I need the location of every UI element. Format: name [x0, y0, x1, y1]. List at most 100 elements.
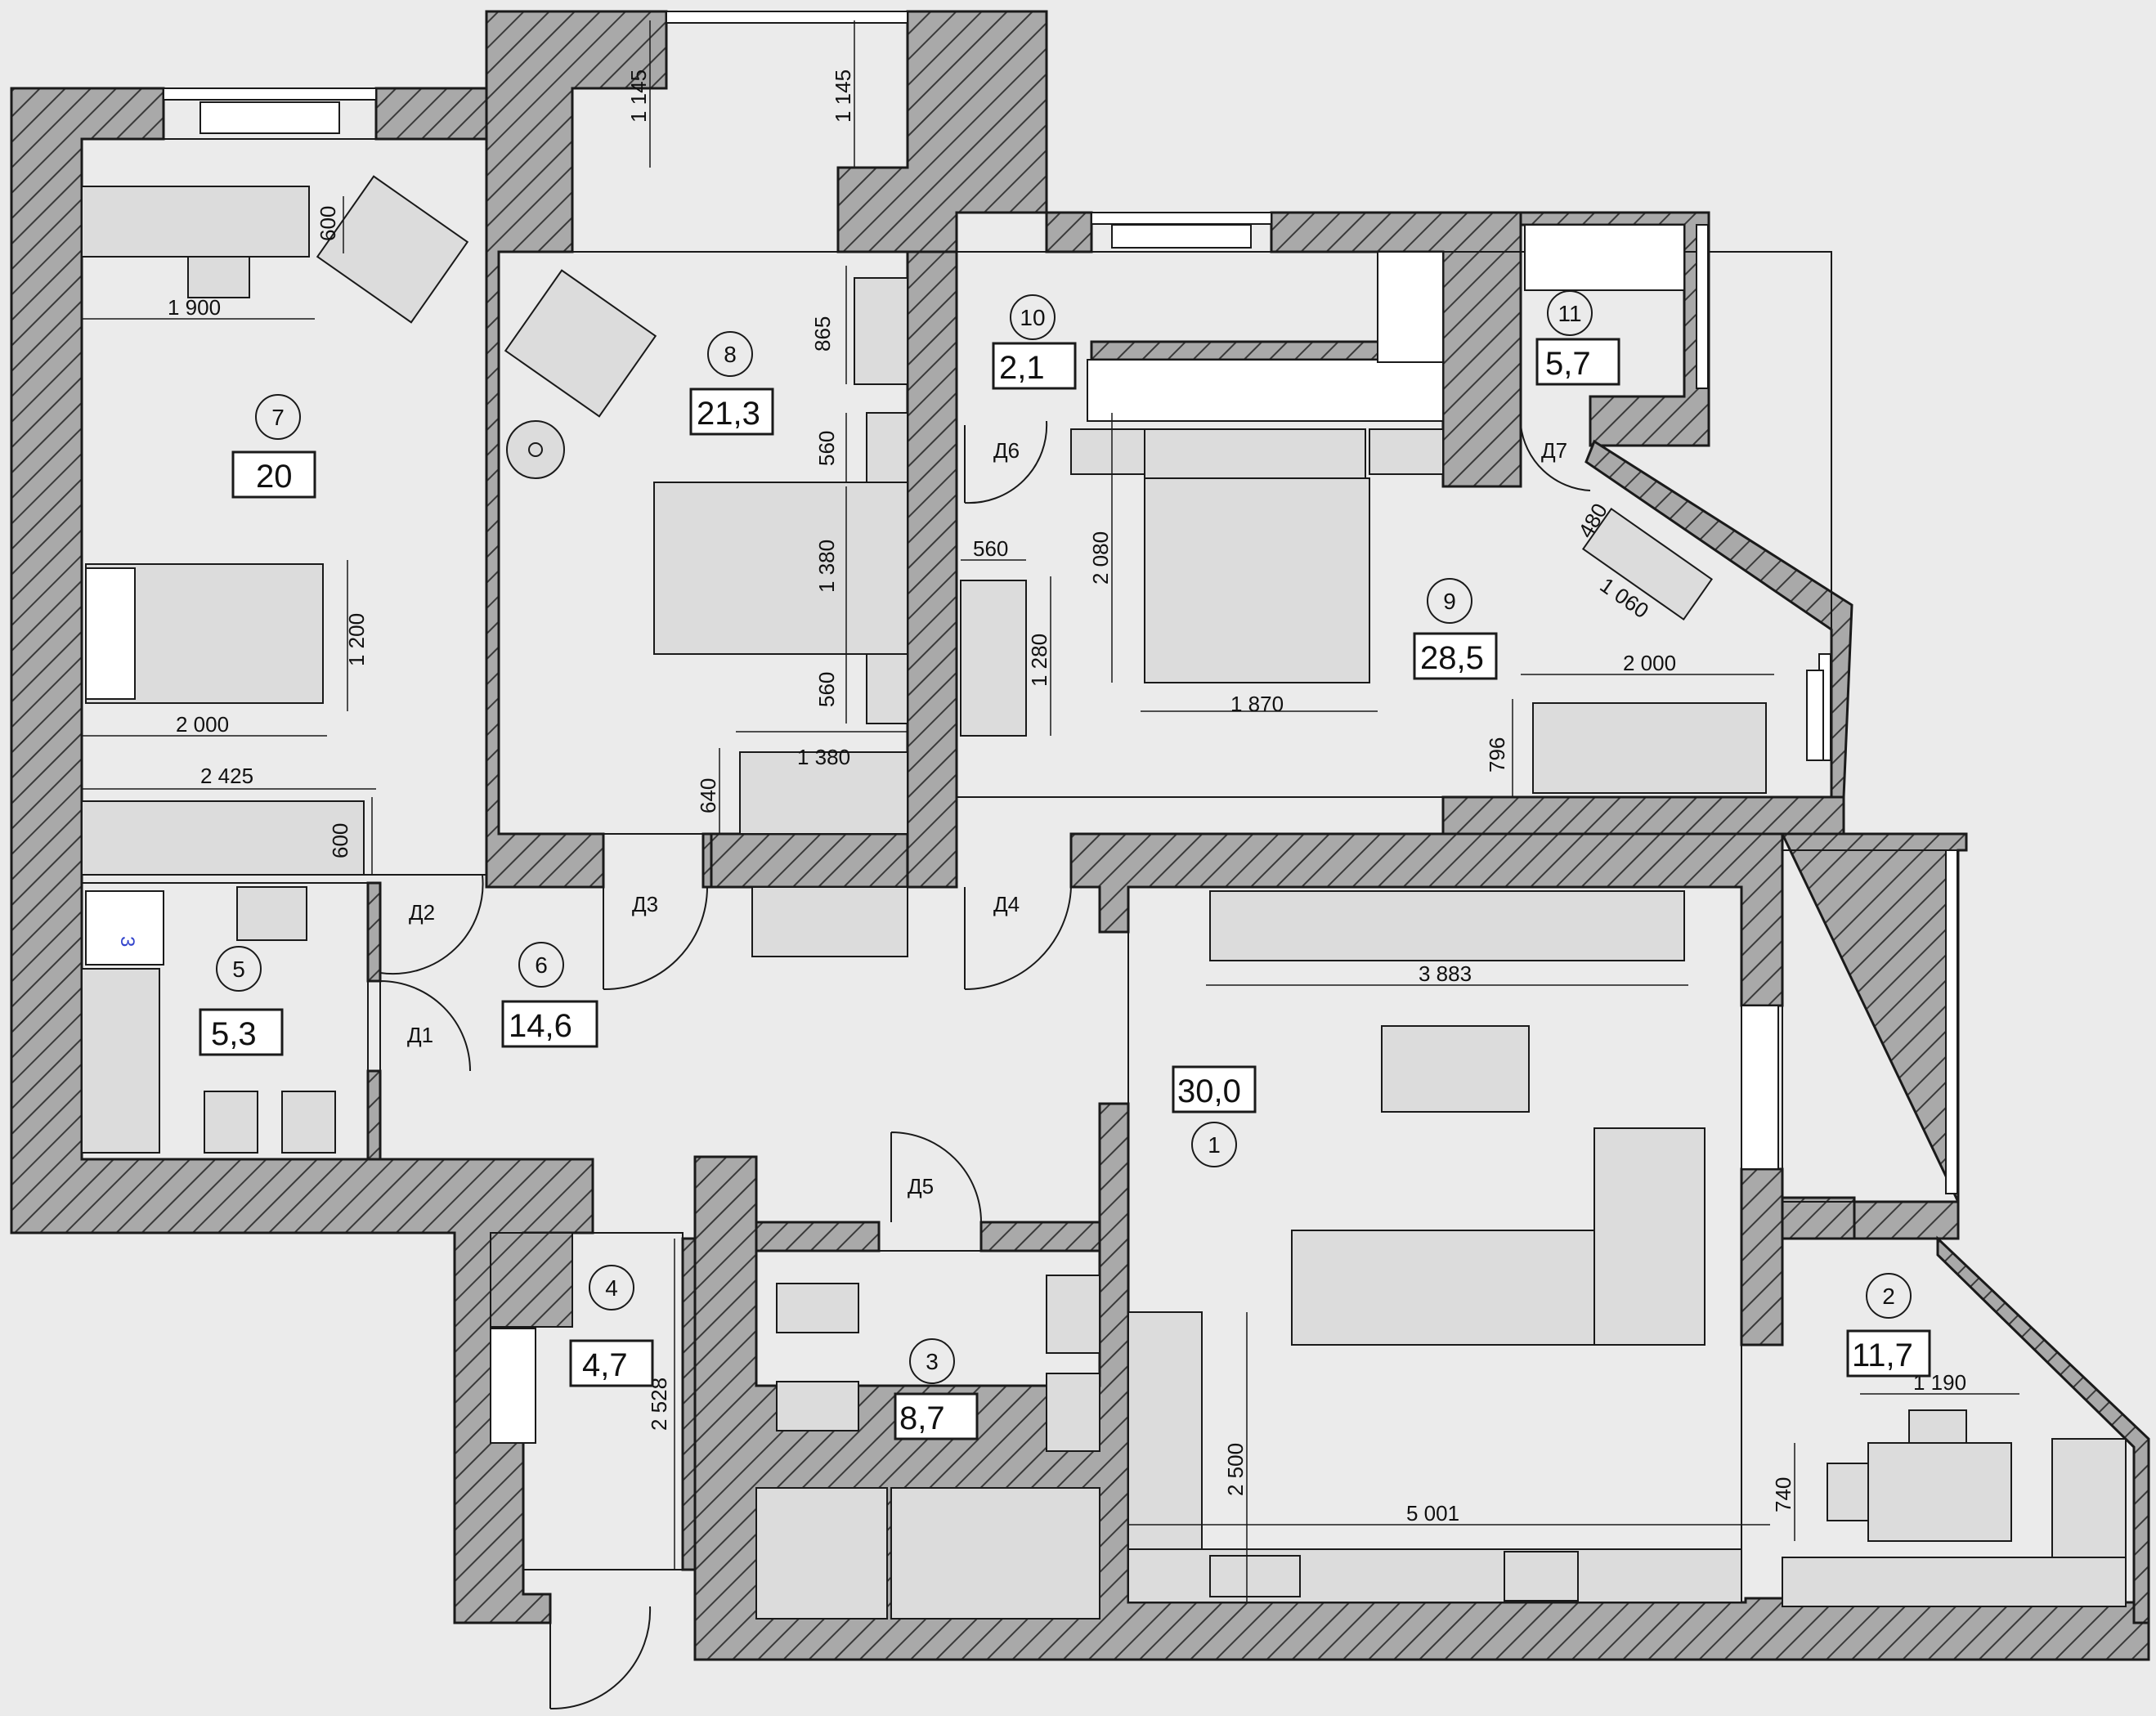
dining-table-room2 [1867, 1442, 2012, 1542]
dim-label: 2 000 [1623, 651, 1676, 675]
cabinet-room1 [1127, 1311, 1203, 1558]
dim-label: 1 380 [797, 745, 850, 769]
room-number-7: 7 [255, 394, 301, 440]
dim-label: 1 145 [626, 69, 651, 123]
room-area-4: 4,7 [569, 1339, 654, 1387]
bed-room8 [653, 482, 908, 655]
shoe-rack-room4 [490, 1328, 536, 1444]
chair-room2-left [1827, 1463, 1869, 1521]
door-label-d1: Д1 [407, 1023, 433, 1047]
room-area-2: 11,7 [1846, 1329, 1931, 1378]
door-swing-d4 [964, 886, 1072, 990]
svg-text:5: 5 [232, 957, 245, 982]
room-area-7: 20 [231, 450, 316, 499]
dim-label: 1 280 [1027, 634, 1051, 687]
window-room10 [1091, 212, 1272, 225]
door-label-d5: Д5 [908, 1174, 934, 1199]
sink-room5 [236, 886, 307, 941]
svg-text:28,5: 28,5 [1420, 640, 1484, 676]
dim-label: 1 900 [168, 295, 221, 320]
room-number-4: 4 [589, 1265, 634, 1311]
stove-room1 [1504, 1551, 1579, 1602]
svg-text:5,7: 5,7 [1545, 346, 1591, 382]
door-swing-entry [549, 1606, 652, 1710]
wardrobe-room4 [490, 1232, 573, 1328]
dim-label: 2 080 [1088, 531, 1113, 585]
washer-room5 [85, 890, 164, 966]
door-swing-d7 [1520, 424, 1591, 491]
dim-label: 796 [1485, 737, 1509, 773]
wall-room8-top-right [836, 10, 1048, 253]
bidet-room3 [776, 1381, 859, 1431]
svg-text:11,7: 11,7 [1852, 1337, 1913, 1373]
door-label-d6: Д6 [993, 438, 1020, 463]
sink-room3-1 [1046, 1275, 1100, 1354]
svg-text:2: 2 [1882, 1284, 1895, 1309]
dim-label: 1 870 [1230, 692, 1284, 716]
sofa-room1-side [1593, 1127, 1706, 1346]
room-area-10: 2,1 [992, 342, 1077, 390]
closet-room10 [1087, 359, 1444, 422]
wall-room4-right [681, 1237, 697, 1571]
svg-text:30,0: 30,0 [1177, 1073, 1241, 1109]
table-room1 [1381, 1025, 1530, 1113]
desk-room9-diagonal [1581, 508, 1714, 621]
dim-label: 640 [696, 778, 720, 813]
wall-room5-right [366, 881, 382, 983]
dim-label: 560 [814, 672, 839, 707]
toilet-room3 [776, 1283, 859, 1333]
room-area-1: 30,0 [1172, 1065, 1257, 1113]
svg-text:1: 1 [1208, 1132, 1221, 1158]
svg-text:4: 4 [605, 1275, 618, 1301]
chair-room2-top [1908, 1409, 1967, 1444]
dim-label: 600 [328, 823, 352, 858]
dim-label: 740 [1771, 1477, 1795, 1512]
radiator-room10 [1111, 224, 1252, 249]
svg-text:21,3: 21,3 [697, 396, 760, 432]
dim-label: 2 000 [176, 712, 229, 737]
sink-room1 [1209, 1555, 1301, 1597]
toilet-room5-2 [281, 1091, 336, 1154]
door-labels: Д1 Д2 Д3 Д4 Д5 Д6 Д7 [407, 438, 1567, 1199]
nightstand-room9-right [1369, 428, 1444, 475]
nightstand-room8-top [866, 412, 908, 483]
window-room7 [163, 87, 377, 101]
door-swing-d6 [964, 420, 1048, 504]
room-number-3: 3 [909, 1338, 955, 1384]
dim-label: 865 [810, 316, 835, 352]
wall-room9-top [1045, 211, 1093, 253]
radiator-room7 [199, 101, 340, 134]
wall-room2-diagonal [1936, 1235, 2150, 1624]
dim-label: 1 380 [814, 540, 839, 593]
room-area-5: 5,3 [199, 1008, 284, 1056]
door-label-d2: Д2 [409, 900, 435, 925]
radiators [199, 101, 1824, 761]
svg-text:4,7: 4,7 [582, 1347, 628, 1383]
svg-text:10: 10 [1020, 305, 1045, 330]
dim-label: 2 500 [1223, 1443, 1248, 1496]
room-number-6: 6 [518, 942, 564, 988]
wall-room8-bottom [710, 832, 909, 889]
armchair-room8 [504, 269, 657, 418]
svg-text:6: 6 [535, 952, 548, 978]
dimension-labels: 1 145 1 145 600 1 900 865 560 1 380 560 … [168, 69, 1966, 1526]
bathtub-room5 [81, 968, 160, 1154]
chair-room7 [187, 256, 250, 298]
door-label-d4: Д4 [993, 892, 1020, 916]
dim-label: 3 883 [1419, 961, 1472, 986]
svg-text:9: 9 [1443, 589, 1456, 614]
room-area-8: 21,3 [689, 388, 774, 436]
furniture [81, 175, 2127, 1620]
armchair-room7 [316, 175, 469, 324]
bidet-room5-1 [204, 1091, 258, 1154]
room-number-5: 5 [216, 946, 262, 992]
room-area-3: 8,7 [894, 1392, 979, 1440]
svg-text:20: 20 [256, 459, 293, 495]
dim-label: 2 425 [200, 764, 253, 788]
cabinet-room2 [2051, 1438, 2127, 1558]
room-number-10: 10 [1010, 294, 1056, 340]
window-room2 [1945, 849, 1958, 1194]
desk-room8 [739, 751, 908, 835]
dim-label: 5 001 [1406, 1501, 1459, 1526]
windows [163, 11, 1958, 1194]
